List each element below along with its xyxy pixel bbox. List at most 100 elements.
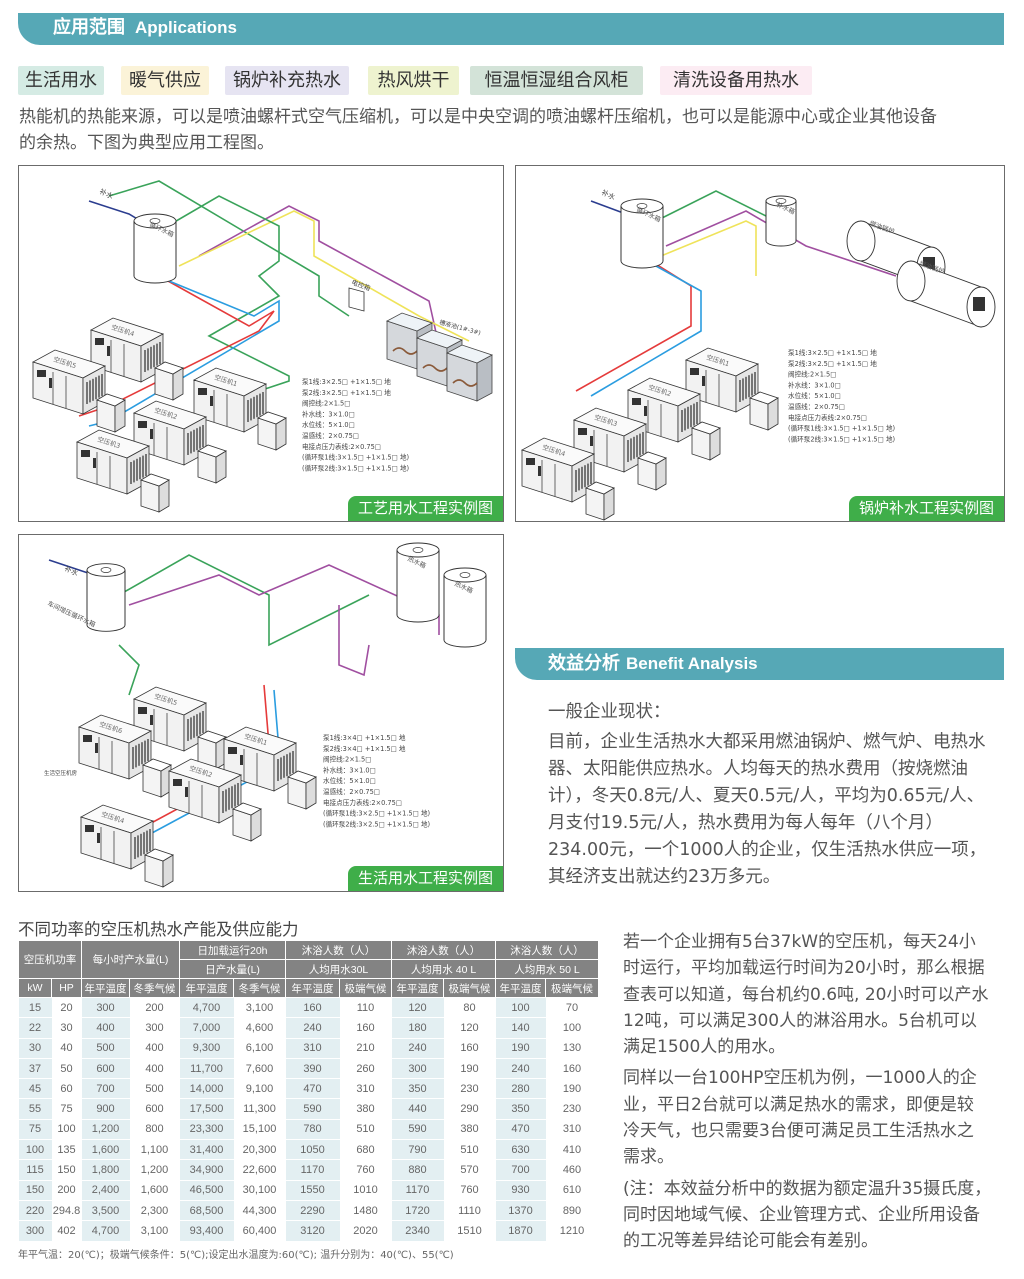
air-compressor: 空压机3 <box>75 429 170 513</box>
table-cell: 890 <box>545 1200 599 1222</box>
table-cell: 230 <box>443 1078 496 1100</box>
diagram-caption: 工艺用水工程实例图 <box>347 496 503 521</box>
header-per-40l: 人均用水 40 L <box>391 959 496 979</box>
table-cell: 31,400 <box>179 1139 234 1161</box>
spec-line: 泵2线:3×2.5□ +1×1.5□ 地 <box>302 388 391 397</box>
table-cell: 160 <box>285 997 340 1019</box>
table-cell: 4,700 <box>81 1220 130 1242</box>
table-cell: 11,700 <box>179 1058 234 1080</box>
paragraph-line: (注：本效益分析中的数据为额定温升35摄氏度， <box>623 1178 992 1199</box>
paragraph-line: 需求。 <box>623 1147 674 1168</box>
table-cell: 3120 <box>285 1220 340 1242</box>
table-cell: 50 <box>51 1058 82 1080</box>
table-cell: 20,300 <box>233 1139 286 1161</box>
heat-recovery-unit <box>144 848 174 888</box>
table-cell: 2290 <box>285 1200 340 1222</box>
column-header: 冬季气候 <box>233 978 286 998</box>
table-cell: 1510 <box>443 1220 496 1242</box>
table-cell: 294.8 <box>51 1200 82 1222</box>
table-cell: 680 <box>339 1139 392 1161</box>
table-cell: 510 <box>443 1139 496 1161</box>
table-cell: 2,300 <box>129 1200 180 1222</box>
spec-line: 电接点压力表线:2×0.75□ <box>302 442 381 451</box>
air-compressor: 空压机1 <box>192 367 287 451</box>
benefit-line: 目前，企业生活热水大都采用燃油锅炉、燃气炉、电热水 <box>548 732 986 752</box>
table-cell: 500 <box>81 1038 130 1059</box>
heat-recovery-unit <box>232 802 262 842</box>
table-cell: 4,600 <box>233 1017 286 1039</box>
table-cell: 402 <box>51 1220 82 1242</box>
applications-title-cn: 应用范围 <box>53 17 125 38</box>
table-cell: 220 <box>18 1200 52 1222</box>
heat-recovery-unit <box>154 361 184 401</box>
air-compressor: 空压机6 <box>77 714 172 798</box>
air-compressor: 空压机5 <box>31 349 126 433</box>
heat-recovery-unit <box>197 444 227 484</box>
table-cell: 1550 <box>285 1180 340 1201</box>
table-cell: 310 <box>285 1038 340 1059</box>
table-cell: 15,100 <box>233 1119 286 1141</box>
pipe <box>198 205 440 347</box>
pipe <box>660 220 757 276</box>
table-cell: 500 <box>129 1078 180 1100</box>
tag-domestic-water: 生活用水 <box>18 66 104 95</box>
table-cell: 22,600 <box>233 1159 286 1181</box>
table-cell: 2340 <box>391 1220 444 1242</box>
table-cell: 1370 <box>495 1200 546 1222</box>
table-cell: 30,100 <box>233 1180 286 1201</box>
table-cell: 700 <box>81 1078 130 1100</box>
column-header: 极端气候 <box>443 978 496 998</box>
benefit-line: 其经济支出就达约23万多元。 <box>548 867 781 887</box>
water-tank: 热水箱 <box>396 542 440 623</box>
table-cell: 1,600 <box>129 1180 180 1201</box>
table-cell: 380 <box>339 1098 392 1120</box>
column-header: 年平温度 <box>81 978 130 998</box>
table-cell: 1480 <box>339 1200 392 1222</box>
pipe <box>178 210 470 342</box>
spec-line: 水位线：5×1.0□ <box>302 420 355 429</box>
benefit-subtitle: 一般企业现状： <box>548 702 671 722</box>
paragraph-line: 同样以一台100HP空压机为例，一1000人的企 <box>623 1068 977 1089</box>
table-cell: 300 <box>81 997 130 1019</box>
header-power: 空压机功率 <box>18 940 82 979</box>
tag-cleaning-water: 清洗设备用热水 <box>660 66 812 95</box>
makeup-label: 补水 <box>98 187 114 201</box>
table-cell: 68,500 <box>179 1200 234 1222</box>
paragraph-line: 时运行，平均加载运行时间为20小时，那么根据 <box>623 958 985 979</box>
table-cell: 60,400 <box>233 1220 286 1242</box>
table-cell: 17,500 <box>179 1098 234 1120</box>
table-cell: 590 <box>391 1119 444 1141</box>
air-compressor: 空压机2 <box>132 400 227 484</box>
table-cell: 790 <box>391 1139 444 1161</box>
table-cell: 34,900 <box>179 1159 234 1181</box>
header-per-50l: 人均用水 50 L <box>495 959 599 979</box>
spec-line: (循环泵2线:3×1.5□ +1×1.5□ 地) <box>788 434 895 443</box>
column-header: 极端气候 <box>339 978 392 998</box>
header-bathers-50: 沐浴人数（人） <box>495 940 599 960</box>
table-cell: 23,300 <box>179 1119 234 1141</box>
table-cell: 100 <box>545 1017 599 1039</box>
header-bathers-40: 沐浴人数（人） <box>391 940 496 960</box>
table-cell: 260 <box>339 1058 392 1080</box>
table-cell: 230 <box>545 1098 599 1120</box>
table-cell: 20 <box>51 997 82 1019</box>
heat-recovery-unit <box>257 411 287 451</box>
table-cell: 110 <box>339 997 392 1019</box>
table-cell: 1170 <box>285 1159 340 1181</box>
table-cell: 1210 <box>545 1220 599 1242</box>
table-cell: 510 <box>339 1119 392 1141</box>
air-compressor: 空压机2 <box>167 758 262 842</box>
spec-line: 补水线：3×1.0□ <box>788 380 841 389</box>
table-cell: 610 <box>545 1180 599 1201</box>
table-cell: 400 <box>129 1058 180 1080</box>
column-header: 年平温度 <box>495 978 546 998</box>
table-cell: 1110 <box>443 1200 496 1222</box>
table-cell: 55 <box>18 1098 52 1120</box>
table-cell: 240 <box>391 1038 444 1059</box>
